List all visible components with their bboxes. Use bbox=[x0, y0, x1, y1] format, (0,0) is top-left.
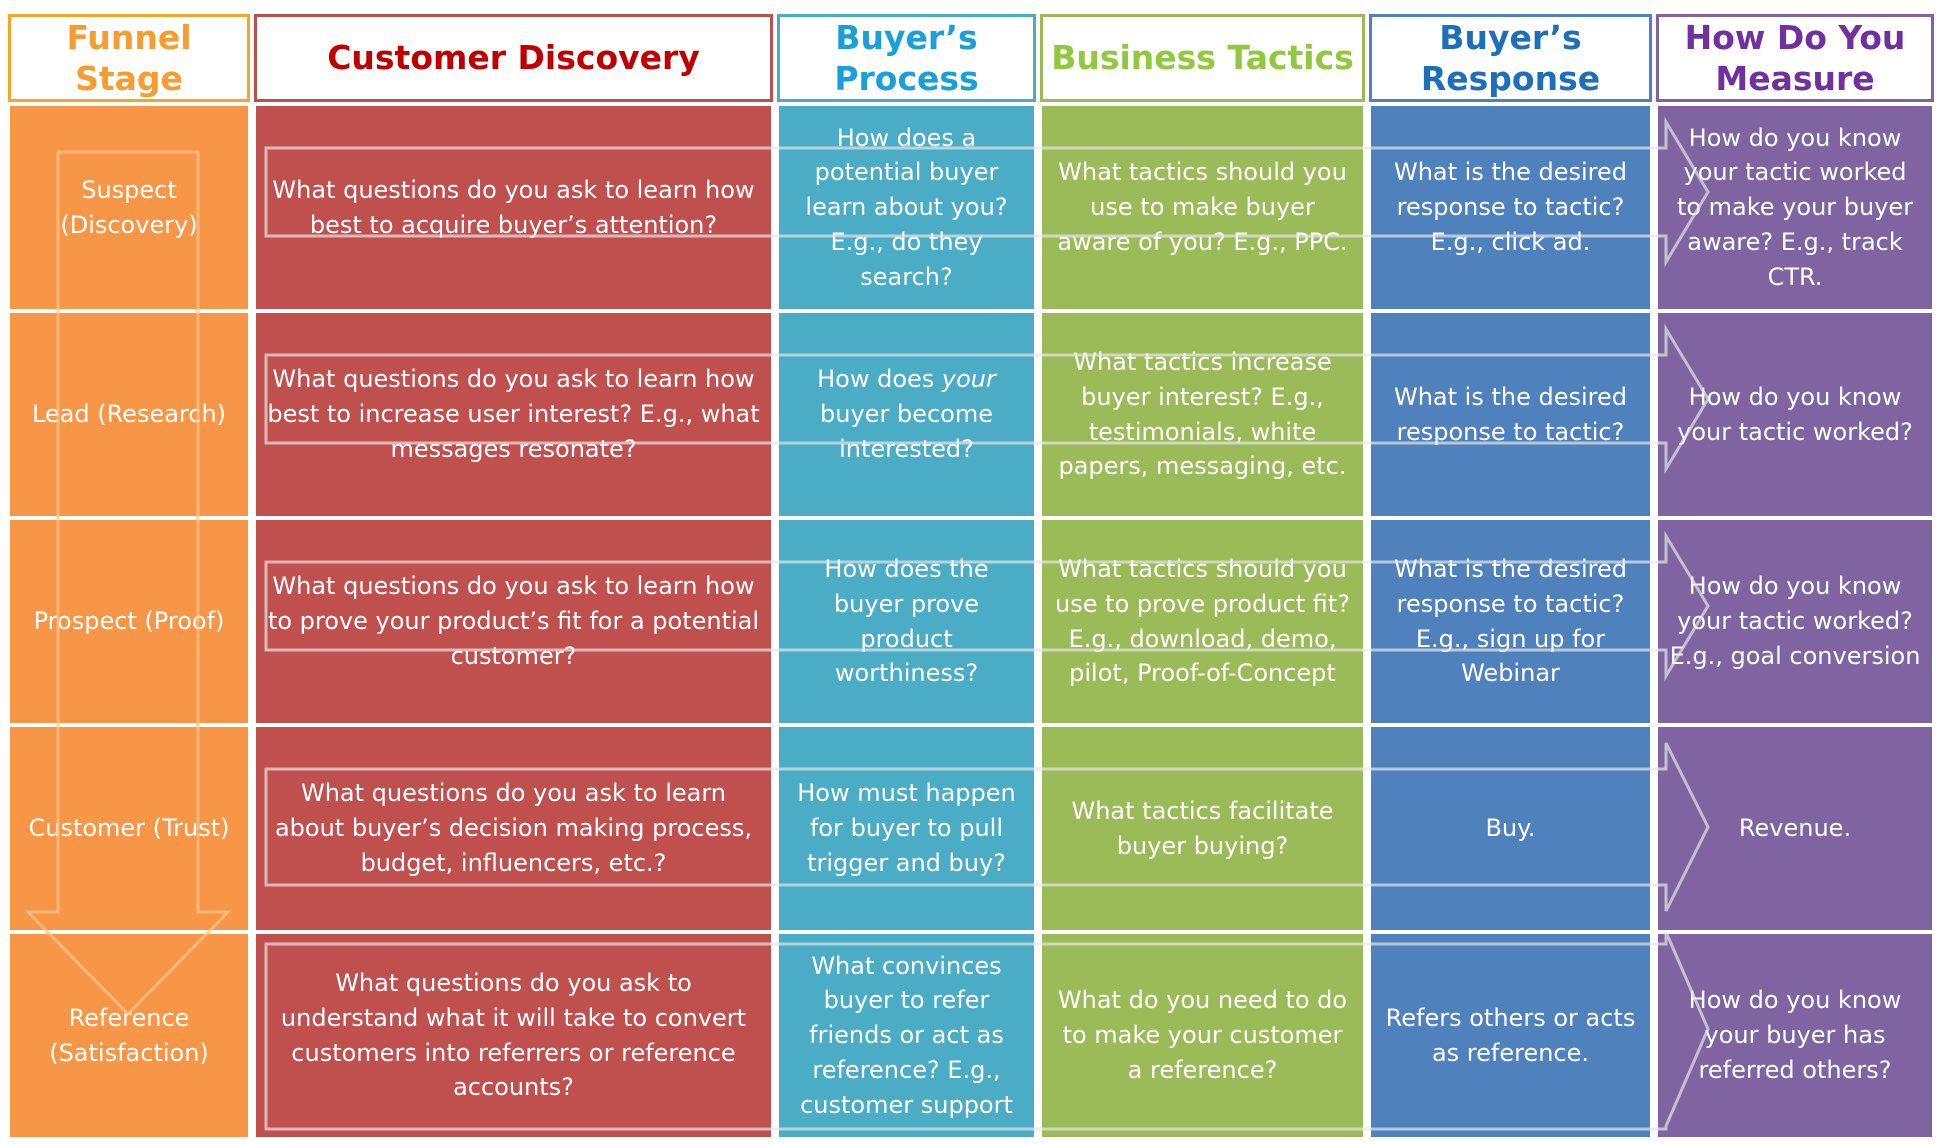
tactics-cell: What tactics should you use to prove pro… bbox=[1040, 518, 1365, 725]
process-text: How does a potential buyer learn about y… bbox=[805, 123, 1008, 291]
measure-cell: How do you know your tactic worked to ma… bbox=[1656, 104, 1934, 311]
stage-label: Customer (Trust) bbox=[28, 814, 230, 843]
response-cell: Buy. bbox=[1369, 725, 1652, 932]
stage-label: Suspect (Discovery) bbox=[60, 175, 198, 239]
stage-cell: Customer (Trust) bbox=[8, 725, 250, 932]
process-cell: What convinces buyer to refer friends or… bbox=[777, 932, 1036, 1139]
header-label: How Do You Measure bbox=[1684, 17, 1906, 98]
tactics-cell: What tactics facilitate buyer buying? bbox=[1040, 725, 1365, 932]
measure-cell: How do you know your tactic worked? E.g.… bbox=[1656, 518, 1934, 725]
measure-text: How do you know your tactic worked? bbox=[1677, 382, 1913, 446]
response-text: What is the desired response to tactic? … bbox=[1393, 158, 1627, 256]
header-label: Business Tactics bbox=[1051, 38, 1354, 78]
process-text-post: buyer become interested? bbox=[820, 400, 993, 463]
funnel-matrix: Funnel Stage Customer Discovery Buyer’s … bbox=[8, 14, 1934, 1143]
process-text: How must happen for buyer to pull trigge… bbox=[797, 779, 1016, 877]
measure-cell: How do you know your tactic worked? bbox=[1656, 311, 1934, 518]
process-cell: How must happen for buyer to pull trigge… bbox=[777, 725, 1036, 932]
process-cell: How does a potential buyer learn about y… bbox=[777, 104, 1036, 311]
stage-label: Reference (Satisfaction) bbox=[49, 1003, 209, 1067]
response-cell: What is the desired response to tactic? bbox=[1369, 311, 1652, 518]
header-label: Customer Discovery bbox=[327, 38, 700, 78]
stage-cell: Suspect (Discovery) bbox=[8, 104, 250, 311]
header-how-do-you-measure: How Do You Measure bbox=[1656, 14, 1934, 102]
discovery-text: What questions do you ask to learn how b… bbox=[272, 175, 755, 239]
response-text: What is the desired response to tactic? bbox=[1393, 382, 1627, 446]
tactics-text: What tactics should you use to make buye… bbox=[1057, 158, 1348, 256]
header-label: Funnel Stage bbox=[66, 17, 192, 98]
discovery-text: What questions do you ask to learn how b… bbox=[267, 365, 760, 463]
tactics-text: What tactics increase buyer interest? E.… bbox=[1058, 347, 1347, 481]
process-cell: How does your buyer become interested? bbox=[777, 311, 1036, 518]
measure-text: How do you know your tactic worked to ma… bbox=[1676, 123, 1914, 291]
measure-text: How do you know your tactic worked? E.g.… bbox=[1669, 572, 1921, 670]
tactics-cell: What tactics increase buyer interest? E.… bbox=[1040, 311, 1365, 518]
response-cell: What is the desired response to tactic? … bbox=[1369, 104, 1652, 311]
response-text: Refers others or acts as reference. bbox=[1385, 1003, 1636, 1067]
stage-cell: Prospect (Proof) bbox=[8, 518, 250, 725]
header-buyers-response: Buyer’s Response bbox=[1369, 14, 1652, 102]
discovery-cell: What questions do you ask to learn about… bbox=[254, 725, 773, 932]
header-customer-discovery: Customer Discovery bbox=[254, 14, 773, 102]
process-text: How does your buyer become interested? bbox=[789, 362, 1024, 466]
discovery-text: What questions do you ask to learn how t… bbox=[267, 572, 760, 670]
discovery-text: What questions do you ask to understand … bbox=[280, 968, 747, 1102]
process-text-emphasis: your bbox=[941, 365, 996, 394]
discovery-cell: What questions do you ask to learn how b… bbox=[254, 311, 773, 518]
tactics-text: What tactics should you use to prove pro… bbox=[1055, 554, 1350, 688]
response-cell: What is the desired response to tactic? … bbox=[1369, 518, 1652, 725]
process-text-pre: How does bbox=[817, 365, 942, 394]
discovery-cell: What questions do you ask to learn how t… bbox=[254, 518, 773, 725]
process-text: What convinces buyer to refer friends or… bbox=[800, 951, 1013, 1119]
response-text: What is the desired response to tactic? … bbox=[1393, 554, 1627, 688]
discovery-cell: What questions do you ask to understand … bbox=[254, 932, 773, 1139]
stage-label: Lead (Research) bbox=[31, 400, 227, 429]
stage-cell: Reference (Satisfaction) bbox=[8, 932, 250, 1139]
response-cell: Refers others or acts as reference. bbox=[1369, 932, 1652, 1139]
tactics-cell: What tactics should you use to make buye… bbox=[1040, 104, 1365, 311]
header-funnel-stage: Funnel Stage bbox=[8, 14, 250, 102]
discovery-text: What questions do you ask to learn about… bbox=[274, 779, 753, 877]
measure-cell: How do you know your buyer has referred … bbox=[1656, 932, 1934, 1139]
header-label: Buyer’s Response bbox=[1420, 17, 1601, 98]
process-text: How does the buyer prove product worthin… bbox=[824, 554, 989, 688]
response-text: Buy. bbox=[1485, 814, 1536, 843]
tactics-text: What do you need to do to make your cust… bbox=[1057, 986, 1348, 1084]
discovery-cell: What questions do you ask to learn how b… bbox=[254, 104, 773, 311]
tactics-text: What tactics facilitate buyer buying? bbox=[1071, 796, 1334, 860]
measure-text: How do you know your buyer has referred … bbox=[1688, 986, 1902, 1084]
measure-text: Revenue. bbox=[1738, 814, 1852, 843]
header-label: Buyer’s Process bbox=[834, 17, 979, 98]
tactics-cell: What do you need to do to make your cust… bbox=[1040, 932, 1365, 1139]
header-business-tactics: Business Tactics bbox=[1040, 14, 1365, 102]
stage-label: Prospect (Proof) bbox=[33, 607, 225, 636]
measure-cell: Revenue. bbox=[1656, 725, 1934, 932]
header-buyers-process: Buyer’s Process bbox=[777, 14, 1036, 102]
stage-cell: Lead (Research) bbox=[8, 311, 250, 518]
process-cell: How does the buyer prove product worthin… bbox=[777, 518, 1036, 725]
